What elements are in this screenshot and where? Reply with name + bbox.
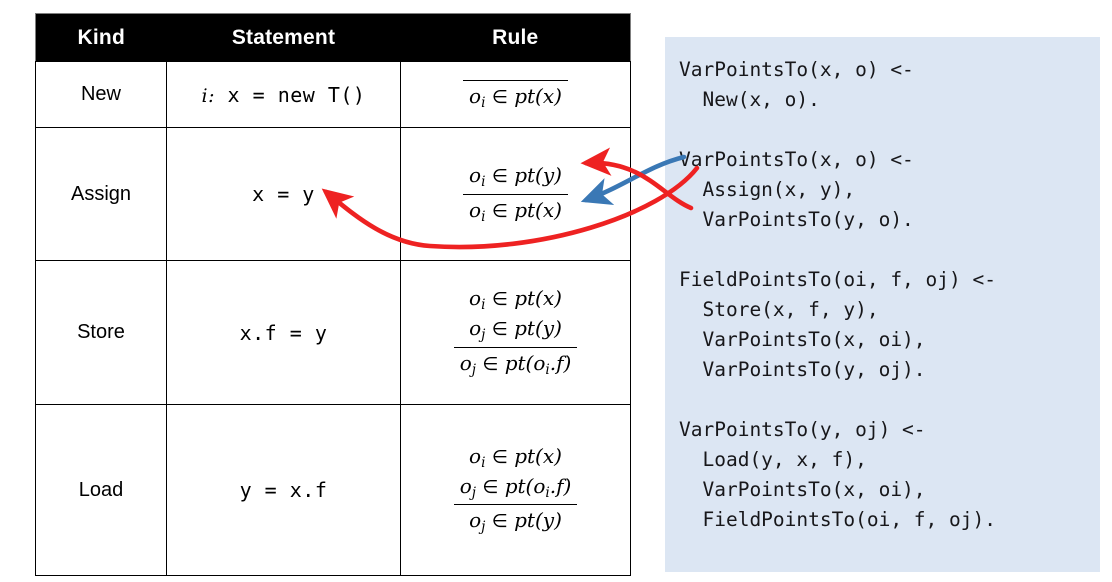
- rule-line: oj ∈ pt(oi.f): [459, 473, 572, 501]
- datalog-code: VarPointsTo(x, o) <- New(x, o). VarPoint…: [679, 58, 996, 531]
- inference-rule-new: oi ∈ pt(x): [463, 76, 568, 113]
- cell-rule-store: oi ∈ pt(x) oj ∈ pt(y) oj ∈ pt(oi.f): [400, 260, 631, 405]
- rule-numerator: oi ∈ pt(x) oj ∈ pt(oi.f): [454, 443, 578, 504]
- column-header-rule: Rule: [400, 13, 631, 62]
- cell-rule-load: oi ∈ pt(x) oj ∈ pt(oi.f) oj ∈ pt(y): [400, 404, 631, 576]
- cell-rule-assign: oi ∈ pt(y) oi ∈ pt(x): [400, 127, 631, 261]
- table-row: Store x.f = y oi ∈ pt(x) oj ∈ pt(y) oj ∈…: [35, 260, 631, 405]
- inference-rule-load: oi ∈ pt(x) oj ∈ pt(oi.f) oj ∈ pt(y): [453, 443, 578, 537]
- inference-bar: [453, 346, 578, 348]
- statement-index-label: i:: [201, 84, 215, 107]
- rule-denominator: oj ∈ pt(y): [454, 505, 578, 537]
- table-header-row: Kind Statement Rule: [35, 13, 631, 62]
- rule-numerator: oi ∈ pt(y): [463, 162, 568, 194]
- points-to-rules-table: Kind Statement Rule New i: x = new T() o…: [35, 13, 631, 576]
- rule-denominator: oi ∈ pt(x): [463, 81, 568, 113]
- rule-line: oi ∈ pt(y): [469, 162, 562, 190]
- rule-numerator: oi ∈ pt(x) oj ∈ pt(y): [454, 285, 578, 346]
- inference-bar: [453, 504, 578, 506]
- table-row: Assign x = y oi ∈ pt(y) oi ∈ pt(x): [35, 127, 631, 261]
- cell-statement-load: y = x.f: [166, 404, 401, 576]
- rule-line: oi ∈ pt(x): [469, 84, 562, 111]
- cell-rule-new: oi ∈ pt(x): [400, 61, 631, 128]
- rule-line: oi ∈ pt(x): [469, 443, 562, 471]
- inference-rule-store: oi ∈ pt(x) oj ∈ pt(y) oj ∈ pt(oi.f): [453, 285, 578, 380]
- cell-statement-store: x.f = y: [166, 260, 401, 405]
- rule-line: oj ∈ pt(y): [469, 508, 562, 536]
- rule-denominator: oj ∈ pt(oi.f): [454, 348, 578, 380]
- cell-kind-store: Store: [35, 260, 167, 405]
- rule-line: oj ∈ pt(oi.f): [459, 350, 572, 378]
- inference-bar: [463, 80, 568, 82]
- rule-line: oi ∈ pt(x): [469, 197, 562, 225]
- column-header-statement: Statement: [166, 13, 401, 62]
- datalog-rules-panel: VarPointsTo(x, o) <- New(x, o). VarPoint…: [665, 37, 1100, 572]
- statement-code: x = new T(): [214, 82, 366, 107]
- inference-rule-assign: oi ∈ pt(y) oi ∈ pt(x): [463, 162, 568, 226]
- column-header-kind: Kind: [35, 13, 167, 62]
- cell-statement-assign: x = y: [166, 127, 401, 261]
- cell-kind-load: Load: [35, 404, 167, 576]
- rule-line: oj ∈ pt(y): [469, 316, 562, 343]
- rule-denominator: oi ∈ pt(x): [463, 195, 568, 227]
- table-row: Load y = x.f oi ∈ pt(x) oj ∈ pt(oi.f) oj…: [35, 404, 631, 576]
- cell-kind-new: New: [35, 61, 167, 128]
- cell-kind-assign: Assign: [35, 127, 167, 261]
- table-row: New i: x = new T() oi ∈ pt(x): [35, 61, 631, 128]
- cell-statement-new: i: x = new T(): [166, 61, 401, 128]
- rule-line: oi ∈ pt(x): [469, 286, 562, 314]
